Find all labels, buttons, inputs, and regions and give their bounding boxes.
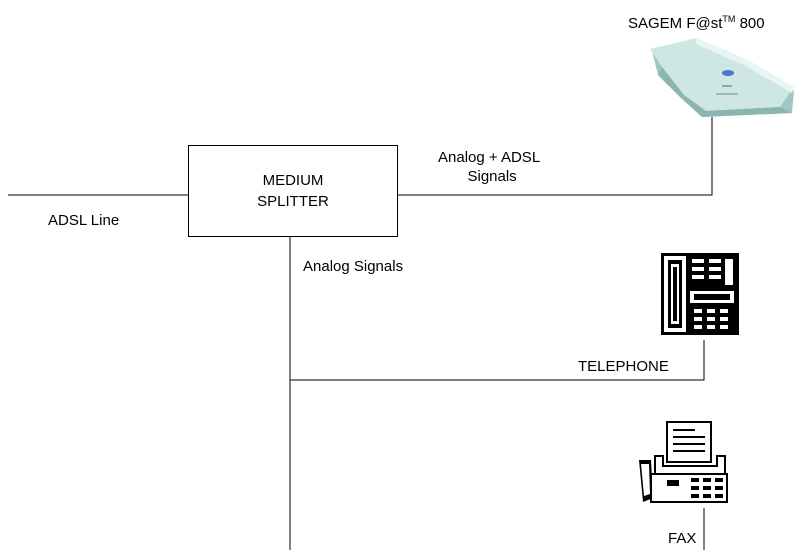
fax-label: FAX	[668, 530, 697, 547]
telephone-icon	[661, 253, 739, 335]
telephone-link	[290, 340, 705, 381]
trademark-mark: TM	[722, 14, 736, 24]
analog-adsl-line1: Analog + ADSL	[438, 149, 541, 166]
adsl-line-label: ADSL Line	[48, 212, 120, 229]
splitter-label-line2: SPLITTER	[257, 193, 329, 210]
medium-splitter-box: MEDIUM SPLITTER	[188, 145, 398, 237]
telephone-label: TELEPHONE	[578, 358, 669, 375]
adsl-modem-icon	[650, 38, 794, 117]
analog-adsl-line2: Signals	[467, 168, 517, 185]
analog-adsl-signals-label: Analog + ADSL Signals	[438, 148, 540, 186]
fax-machine-icon	[639, 421, 728, 503]
modem-name: SAGEM F@st	[628, 15, 723, 32]
analog-signals-label: Analog Signals	[303, 258, 404, 275]
modem-title: SAGEM F@stTM 800	[628, 10, 765, 33]
modem-link	[398, 117, 713, 196]
splitter-label-line1: MEDIUM	[262, 172, 324, 189]
modem-model: 800	[735, 15, 765, 32]
